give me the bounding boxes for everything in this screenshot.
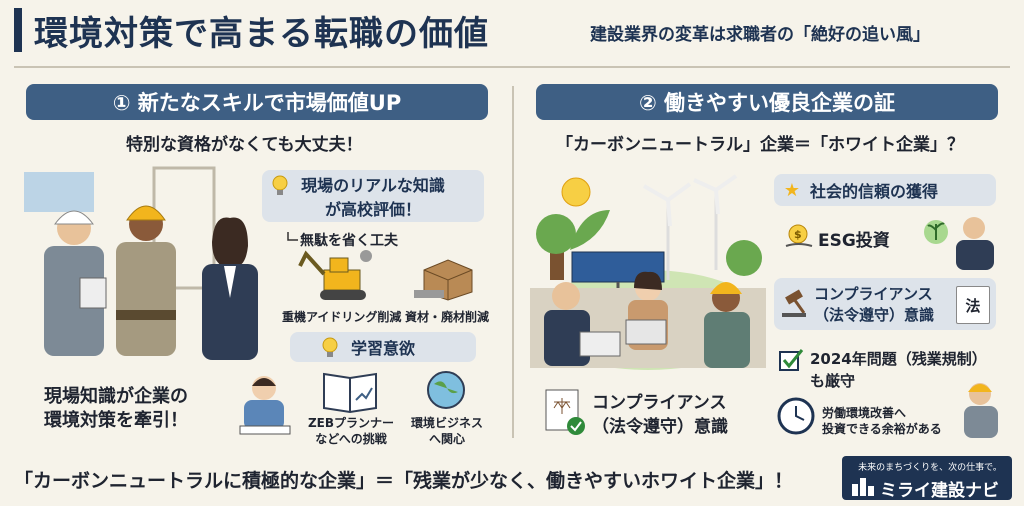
overtime-rule-line1: 2024年問題（残業規制） <box>810 350 987 368</box>
logo-name: ミライ建設ナビ <box>880 481 999 501</box>
badge-compliance-line1: コンプライアンス <box>814 285 933 303</box>
badge-social-trust: ★ 社会的信頼の獲得 <box>774 174 996 206</box>
compliance-document-icon <box>545 389 585 435</box>
badge-compliance-line2: （法令遵守）意識 <box>814 306 935 324</box>
green-office-illustration <box>530 174 766 370</box>
money-hand-icon: $ <box>785 224 813 247</box>
esg-investment-label: ESG投資 <box>818 231 890 251</box>
work-env-line2: 投資できる余裕がある <box>822 422 942 436</box>
section-heading-white-company: ② 働きやすい優良企業の証 <box>536 84 998 120</box>
tagline-line2: 環境対策を牽引！ <box>44 410 188 431</box>
law-document-icon: 法 <box>956 286 990 324</box>
left-lead-text: 特別な資格がなくても大丈夫！ <box>126 135 363 155</box>
checkbox-checked-icon <box>779 349 804 371</box>
businessman-plant-icon <box>924 217 994 270</box>
right-lead-text: 「カーボンニュートラル」企業＝「ホワイト企業」？ <box>556 135 964 155</box>
construction-workers-illustration <box>24 166 258 360</box>
compliance-line2: （法令遵守）意識 <box>592 417 728 437</box>
book-chart-icon <box>323 372 377 414</box>
building-logo-icon <box>852 478 874 496</box>
lightbulb-icon <box>272 175 288 195</box>
excavator-icon <box>298 250 372 300</box>
page-title: 環境対策で高まる転職の価値 <box>34 14 489 54</box>
zeb-planner-line1: ZEBプランナー <box>307 416 395 430</box>
gavel-icon <box>782 289 806 317</box>
callout-learning-text: 学習意欲 <box>350 339 415 358</box>
callout-field-knowledge-line1: 現場のリアルな知識 <box>301 176 445 195</box>
badge-social-trust-text: 社会的信頼の獲得 <box>810 182 939 201</box>
worker-thumbs-up-icon <box>964 383 998 438</box>
idling-reduction-label: 重機アイドリング削減 <box>282 310 402 324</box>
tagline-line1: 現場知識が企業の <box>44 386 188 407</box>
title-divider <box>14 66 1010 68</box>
section-heading-skills: ① 新たなスキルで市場価値UP <box>26 84 488 120</box>
clock-icon <box>777 397 815 435</box>
zeb-planner-line2: などへの挑戦 <box>315 432 387 446</box>
arrow-right-icon <box>287 232 298 241</box>
callout-field-knowledge-line2: が高校評価！ <box>324 200 421 219</box>
title-accent-bar <box>14 8 22 52</box>
logo-tagline: 未来のまちづくりを、次の仕事で。 <box>858 463 1002 473</box>
callout-field-knowledge: 現場のリアルな知識 が高校評価！ <box>262 170 484 222</box>
studying-person-icon <box>239 376 291 435</box>
lightbulb-icon <box>322 337 338 357</box>
material-reduction-label: 資材・廃材削減 <box>404 310 489 324</box>
materials-icon <box>414 259 473 301</box>
brand-logo: 未来のまちづくりを、次の仕事で。 ミライ建設ナビ <box>842 456 1012 501</box>
compliance-line1: コンプライアンス <box>592 393 727 413</box>
callout-learning: 学習意欲 <box>290 332 476 362</box>
env-business-line2: へ関心 <box>428 432 465 446</box>
work-env-line1: 労働環境改善へ <box>822 406 907 420</box>
waste-reduction-heading: 無駄を省く工夫 <box>300 233 398 249</box>
overtime-rule-line2: も厳守 <box>810 372 856 390</box>
page-subtitle: 建設業界の変革は求職者の「絶好の追い風」 <box>590 25 930 45</box>
conclusion-text: 「カーボンニュートラルに積極的な企業」＝「残業が少なく、働きやすいホワイト企業」… <box>14 470 794 492</box>
star-icon: ★ <box>783 179 801 201</box>
env-business-line1: 環境ビジネス <box>410 416 483 430</box>
svg-text:$: $ <box>794 228 802 241</box>
column-divider <box>512 86 514 438</box>
globe-icon <box>427 371 465 409</box>
